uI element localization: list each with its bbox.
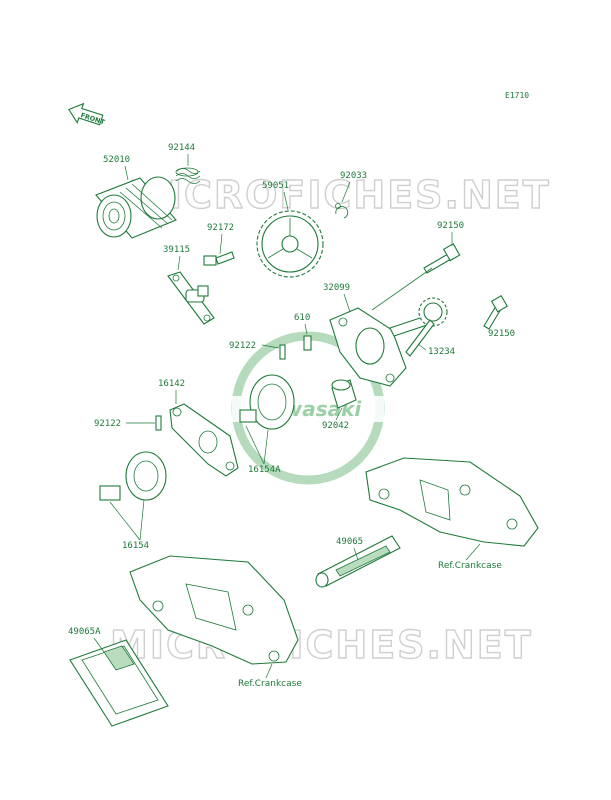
crankcase-section-right [365,457,539,547]
bolt-92172-part [203,251,235,266]
oil-screen-part [69,639,169,727]
label-59051: 59051 [262,181,289,191]
label-49065A: 49065A [68,627,101,637]
label-92042: 92042 [322,421,349,431]
dowel-pin-upper-part [279,344,286,360]
pin-610-part [303,335,312,351]
dowel-pin-lower-part [155,415,162,431]
label-92150-top: 92150 [437,221,464,231]
label-92150-right: 92150 [488,329,515,339]
label-92172: 92172 [207,223,234,233]
pump-gear-part [256,210,324,278]
label-49065: 49065 [336,537,363,547]
diagram-code: E1710 [505,91,529,100]
label-16142: 16142 [158,379,185,389]
crankcase-section-bottom [129,555,299,665]
front-arrow-icon: FRONT [68,102,106,127]
label-16154: 16154 [122,541,149,551]
label-92122-lower: 92122 [94,419,121,429]
collar-92042-part [331,379,357,409]
pump-rotor-inner-part [239,374,295,430]
circlip-part [335,203,349,219]
label-13234: 13234 [428,347,455,357]
oil-pipe-part [315,535,401,588]
spring-part [175,167,201,184]
label-52010: 52010 [103,155,130,165]
label-610: 610 [294,313,310,323]
bolt-92150-right-part [483,295,508,330]
bracket-39115-part [167,271,215,325]
label-39115: 39115 [163,245,190,255]
label-92122-upper: 92122 [229,341,256,351]
oil-filter-part [95,176,177,239]
label-16154A: 16154A [248,465,281,475]
label-92144: 92144 [168,143,195,153]
ref-crankcase-right: Ref.Crankcase [438,561,502,571]
pump-rotor-outer-part [99,451,167,501]
ref-crankcase-bottom: Ref.Crankcase [238,679,302,689]
watermark-text-top: MICROFICHES.NET [128,173,551,217]
pump-body-part [329,267,433,387]
pump-shaft-part [389,297,448,357]
pump-cover-16142-part [169,403,239,477]
label-92033: 92033 [340,171,367,181]
bolt-92150-top-part [423,243,461,274]
label-32099: 32099 [323,283,350,293]
